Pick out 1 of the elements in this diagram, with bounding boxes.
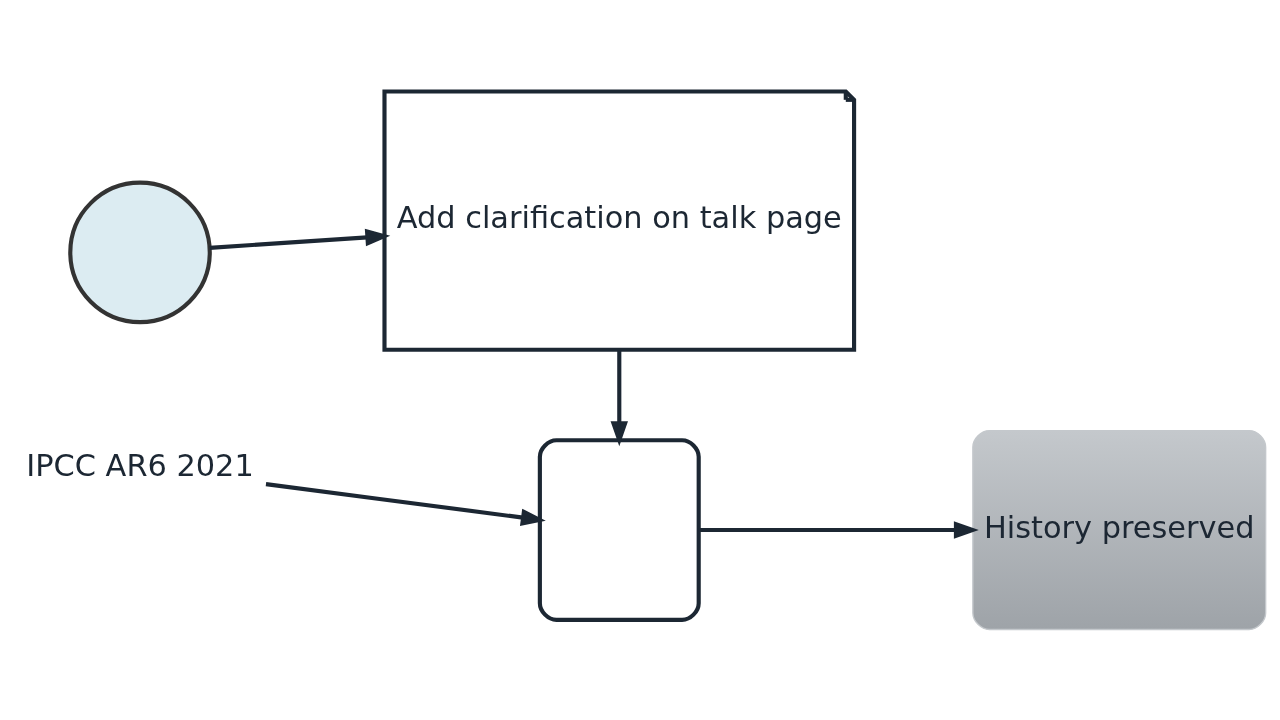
node-text: IPCC AR6 2021 — [26, 447, 254, 483]
